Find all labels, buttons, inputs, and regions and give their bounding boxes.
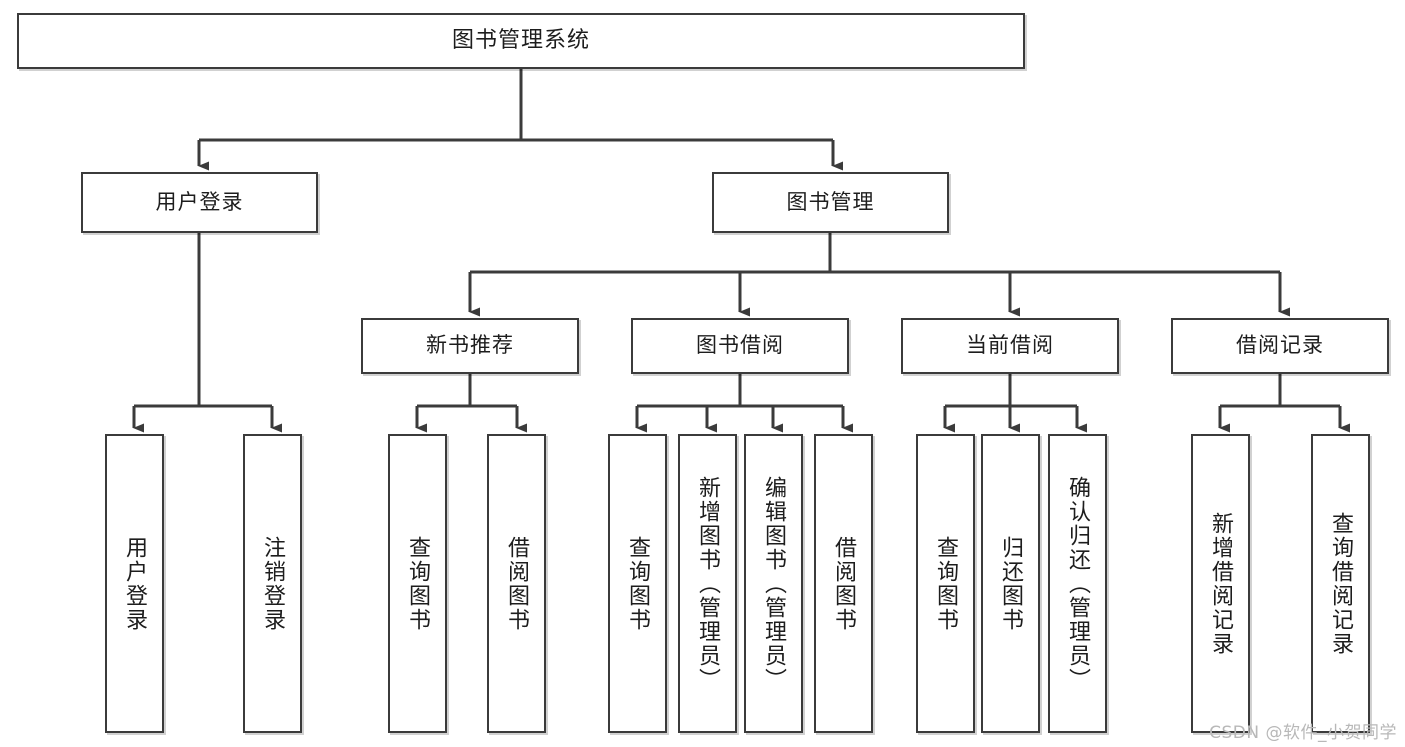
csdn-watermark: CSDN @软件_小贺同学 [1209, 723, 1397, 743]
leaf-return-book-label: 归还图书 [998, 535, 1024, 632]
leaf-user-login[interactable]: 用户登录 [105, 434, 164, 733]
edges-root-to-level2 [197, 69, 843, 171]
leaf-add-borrow-record-label: 新增借阅记录 [1208, 511, 1234, 656]
node-borrow-record-label: 借阅记录 [1236, 333, 1324, 358]
node-book-management[interactable]: 图书管理 [712, 172, 949, 233]
leaf-return-book[interactable]: 归还图书 [981, 434, 1040, 733]
leaf-query-book-current-label: 查询图书 [933, 535, 959, 632]
leaf-borrow-book-label: 借阅图书 [831, 535, 857, 632]
leaf-confirm-return-admin[interactable]: 确认归还（管理员） [1048, 434, 1107, 733]
leaf-borrow-book-new-label: 借阅图书 [504, 535, 530, 632]
leaf-add-borrow-record[interactable]: 新增借阅记录 [1191, 434, 1250, 733]
node-user-login-label: 用户登录 [155, 189, 244, 214]
node-book-borrow-label: 图书借阅 [696, 333, 784, 358]
leaf-query-book-current[interactable]: 查询图书 [916, 434, 975, 733]
edges-user-login-to-leaves [132, 233, 282, 433]
leaf-borrow-book[interactable]: 借阅图书 [814, 434, 873, 733]
leaf-user-login-label: 用户登录 [122, 535, 148, 632]
leaf-edit-book-admin[interactable]: 编辑图书（管理员） [744, 434, 803, 733]
leaf-add-book-admin-label: 新增图书（管理员） [695, 475, 721, 692]
leaf-logout-login[interactable]: 注销登录 [243, 434, 302, 733]
leaf-query-book-borrow[interactable]: 查询图书 [608, 434, 667, 733]
edges-borrow-record-to-leaves [1218, 374, 1350, 433]
node-root-system[interactable]: 图书管理系统 [17, 13, 1025, 69]
leaf-query-book-new[interactable]: 查询图书 [388, 434, 447, 733]
leaf-add-book-admin[interactable]: 新增图书（管理员） [678, 434, 737, 733]
leaf-query-book-borrow-label: 查询图书 [625, 535, 651, 632]
edges-book-management-to-level3 [468, 233, 1290, 317]
leaf-borrow-book-new[interactable]: 借阅图书 [487, 434, 546, 733]
node-new-book-recommend[interactable]: 新书推荐 [361, 318, 579, 374]
node-book-management-label: 图书管理 [786, 189, 875, 214]
leaf-query-borrow-record[interactable]: 查询借阅记录 [1311, 434, 1370, 733]
node-root-system-label: 图书管理系统 [451, 27, 590, 53]
leaf-edit-book-admin-label: 编辑图书（管理员） [761, 475, 787, 692]
node-borrow-record[interactable]: 借阅记录 [1171, 318, 1389, 374]
node-new-book-recommend-label: 新书推荐 [426, 333, 514, 358]
node-current-borrow[interactable]: 当前借阅 [901, 318, 1119, 374]
leaf-query-borrow-record-label: 查询借阅记录 [1328, 511, 1354, 656]
node-current-borrow-label: 当前借阅 [966, 333, 1054, 358]
leaf-confirm-return-admin-label: 确认归还（管理员） [1065, 475, 1091, 692]
edges-book-borrow-to-leaves [635, 374, 853, 433]
leaf-query-book-new-label: 查询图书 [405, 535, 431, 632]
edges-new-book-recommend-to-leaves [415, 374, 527, 433]
node-user-login[interactable]: 用户登录 [81, 172, 318, 233]
edges-current-borrow-to-leaves [943, 374, 1087, 433]
node-book-borrow[interactable]: 图书借阅 [631, 318, 849, 374]
leaf-logout-login-label: 注销登录 [260, 535, 286, 632]
